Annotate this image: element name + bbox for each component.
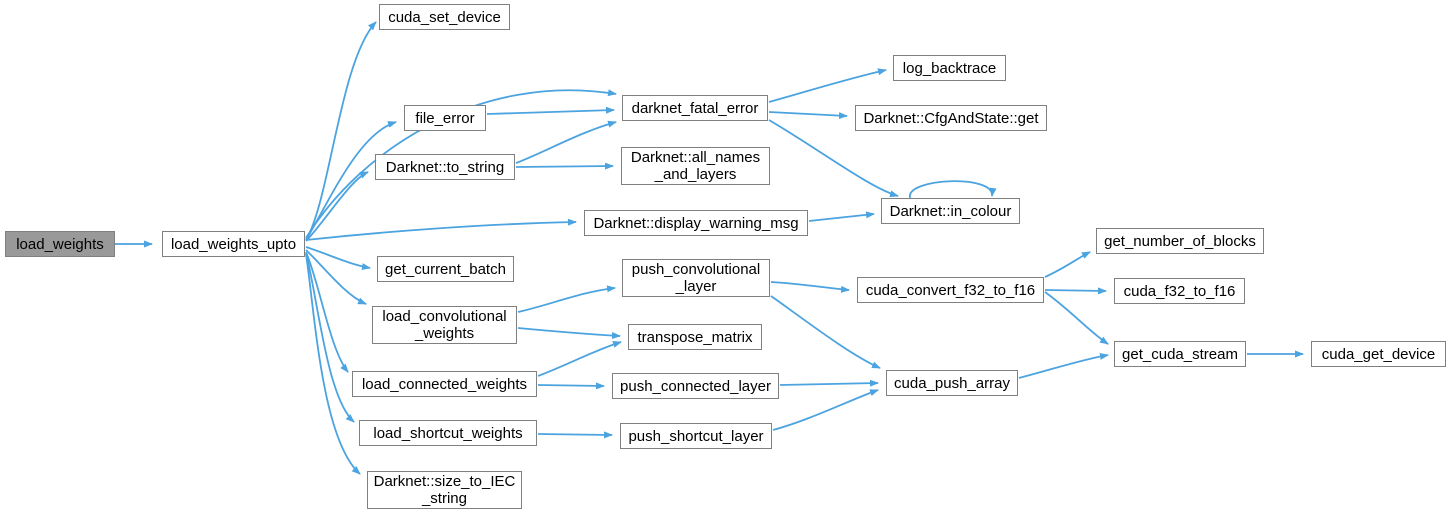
node-label: get_current_batch	[385, 260, 506, 278]
node-load_weights_upto[interactable]: load_weights_upto	[162, 231, 305, 257]
edge-load_weights_upto-to-cuda_set_device	[305, 21, 377, 241]
node-get_current_batch[interactable]: get_current_batch	[377, 256, 514, 282]
edge-load_weights_upto-to-load_convolutional_weights	[305, 249, 367, 305]
edge-load_connected_weights-to-push_connected_layer	[537, 382, 605, 390]
node-cuda_f32_to_f16[interactable]: cuda_f32_to_f16	[1114, 278, 1245, 304]
edge-to_string-to-darknet_fatal_error	[515, 120, 617, 164]
node-label: Darknet::all_names _and_layers	[630, 149, 761, 183]
edge-cuda_convert_f32_to_f16-to-get_number_of_blocks	[1044, 251, 1091, 278]
node-label: load_connected_weights	[361, 375, 528, 393]
node-to_string[interactable]: Darknet::to_string	[375, 154, 515, 180]
node-size_to_IEC_string[interactable]: Darknet::size_to_IEC _string	[367, 471, 522, 509]
edge-load_weights_upto-to-file_error	[305, 121, 397, 241]
edge-load_weights_upto-to-load_shortcut_weights	[305, 252, 355, 423]
node-log_backtrace[interactable]: log_backtrace	[893, 55, 1006, 81]
node-label: cuda_f32_to_f16	[1123, 282, 1236, 300]
edge-cuda_convert_f32_to_f16-to-get_cuda_stream	[1044, 291, 1109, 345]
node-transpose_matrix[interactable]: transpose_matrix	[628, 324, 762, 350]
node-label: Darknet::CfgAndState::get	[863, 109, 1039, 127]
node-label: load_convolutional _weights	[382, 308, 507, 342]
node-label: Darknet::in_colour	[889, 202, 1012, 220]
edge-darknet_fatal_error-to-log_backtrace	[768, 68, 887, 103]
node-in_colour[interactable]: Darknet::in_colour	[881, 198, 1020, 224]
node-cuda_get_device[interactable]: cuda_get_device	[1311, 341, 1446, 367]
node-load_convolutional_weights[interactable]: load_convolutional _weights	[372, 306, 517, 344]
node-push_shortcut_layer[interactable]: push_shortcut_layer	[620, 423, 772, 449]
node-push_convolutional_layer[interactable]: push_convolutional _layer	[622, 259, 770, 297]
edge-load_weights_upto-to-size_to_IEC_string	[305, 253, 361, 475]
node-label: Darknet::display_warning_msg	[593, 214, 799, 232]
node-cfg_and_state_get[interactable]: Darknet::CfgAndState::get	[855, 105, 1047, 131]
node-get_cuda_stream[interactable]: get_cuda_stream	[1114, 341, 1246, 367]
node-label: cuda_convert_f32_to_f16	[865, 281, 1036, 299]
edge-load_weights_upto-to-get_current_batch	[305, 246, 371, 271]
node-label: push_convolutional _layer	[631, 261, 761, 295]
node-load_connected_weights[interactable]: load_connected_weights	[352, 371, 537, 397]
node-label: log_backtrace	[902, 59, 997, 77]
edge-load_weights_upto-to-to_string	[305, 171, 369, 242]
edge-cuda_push_array-to-get_cuda_stream	[1018, 352, 1109, 379]
edge-to_string-to-all_names_and_layers	[515, 162, 614, 170]
node-label: cuda_set_device	[388, 8, 501, 26]
edge-cuda_convert_f32_to_f16-to-cuda_f32_to_f16	[1044, 287, 1107, 295]
node-cuda_set_device[interactable]: cuda_set_device	[379, 4, 510, 30]
edge-push_convolutional_layer-to-cuda_convert_f32_to_f16	[770, 281, 850, 293]
edge-in_colour-to-in_colour	[909, 180, 997, 199]
node-label: Darknet::size_to_IEC _string	[373, 473, 516, 507]
node-get_number_of_blocks[interactable]: get_number_of_blocks	[1096, 228, 1264, 254]
node-label: file_error	[415, 109, 475, 127]
node-display_warning_msg[interactable]: Darknet::display_warning_msg	[584, 210, 808, 236]
node-load_weights[interactable]: load_weights	[5, 231, 115, 257]
edge-display_warning_msg-to-in_colour	[808, 211, 875, 222]
edge-load_convolutional_weights-to-transpose_matrix	[517, 327, 621, 340]
edge-load_convolutional_weights-to-push_convolutional_layer	[517, 285, 616, 313]
node-label: transpose_matrix	[637, 328, 753, 346]
node-file_error[interactable]: file_error	[404, 105, 486, 131]
node-label: get_number_of_blocks	[1104, 232, 1256, 250]
node-all_names_and_layers[interactable]: Darknet::all_names _and_layers	[621, 147, 770, 185]
edge-darknet_fatal_error-to-in_colour	[768, 119, 899, 198]
edges	[115, 21, 1304, 475]
node-label: load_shortcut_weights	[373, 424, 523, 442]
edge-push_convolutional_layer-to-cuda_push_array	[770, 295, 881, 369]
edge-load_weights_upto-to-load_connected_weights	[305, 251, 349, 373]
node-darknet_fatal_error[interactable]: darknet_fatal_error	[622, 95, 768, 121]
node-cuda_push_array[interactable]: cuda_push_array	[886, 370, 1018, 396]
edge-load_connected_weights-to-transpose_matrix	[537, 341, 622, 377]
node-label: load_weights	[16, 235, 104, 253]
node-label: cuda_get_device	[1321, 345, 1436, 363]
node-label: load_weights_upto	[170, 235, 297, 253]
edge-load_shortcut_weights-to-push_shortcut_layer	[537, 431, 613, 439]
edge-push_connected_layer-to-cuda_push_array	[779, 379, 879, 387]
edge-file_error-to-darknet_fatal_error	[486, 106, 615, 115]
node-load_shortcut_weights[interactable]: load_shortcut_weights	[359, 420, 537, 446]
edge-darknet_fatal_error-to-cfg_and_state_get	[768, 111, 848, 120]
node-label: push_connected_layer	[620, 377, 771, 395]
node-label: push_shortcut_layer	[628, 427, 764, 445]
node-push_connected_layer[interactable]: push_connected_layer	[612, 373, 779, 399]
node-label: Darknet::to_string	[385, 158, 505, 176]
edge-load_weights_upto-to-display_warning_msg	[305, 218, 577, 241]
node-label: darknet_fatal_error	[631, 99, 759, 117]
node-cuda_convert_f32_to_f16[interactable]: cuda_convert_f32_to_f16	[857, 277, 1044, 303]
node-label: cuda_push_array	[894, 374, 1010, 392]
node-label: get_cuda_stream	[1122, 345, 1238, 363]
edge-push_shortcut_layer-to-cuda_push_array	[772, 389, 879, 431]
